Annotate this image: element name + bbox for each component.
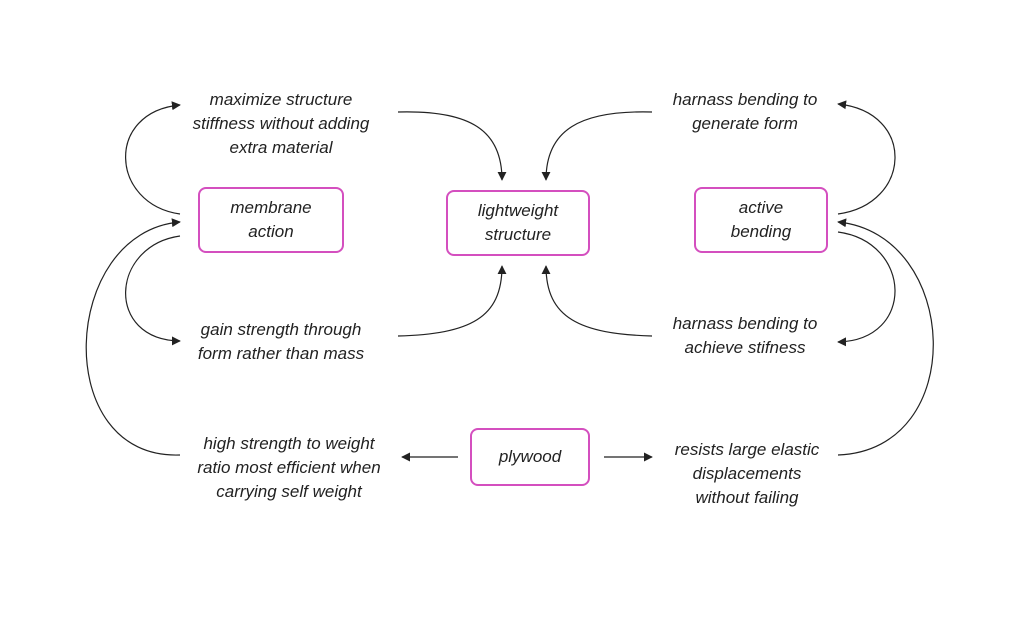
arrow-gain-to-lightweight — [397, 265, 507, 337]
node-text: active — [738, 198, 784, 217]
node-text: structure — [484, 225, 552, 244]
note-gain-strength: gain strength through form rather than m… — [170, 318, 392, 366]
note-text: gain strength through — [200, 320, 362, 339]
note-text: ratio most efficient when — [197, 458, 381, 477]
node-text: membrane — [230, 198, 312, 217]
arrow-harnass-form-to-lightweight — [541, 111, 653, 181]
node-text: plywood — [498, 447, 562, 466]
node-text: action — [248, 222, 294, 241]
note-maximize-stiffness: maximize structure stiffness without add… — [170, 88, 392, 160]
node-membrane-action: membrane action — [198, 187, 344, 253]
note-text: maximize structure — [209, 90, 353, 109]
node-lightweight-structure: lightweight structure — [446, 190, 590, 256]
note-text: harnass bending to — [672, 90, 818, 109]
note-text: carrying self weight — [216, 482, 362, 501]
note-text: achieve stifness — [684, 338, 806, 357]
arrow-membrane-to-maximize — [125, 101, 181, 215]
note-text: resists large elastic — [674, 440, 820, 459]
note-text: form rather than mass — [197, 344, 365, 363]
note-resists-displacements: resists large elastic displacements with… — [642, 438, 852, 510]
note-text: generate form — [692, 114, 798, 133]
note-text: without failing — [695, 488, 799, 507]
node-text: bending — [730, 222, 792, 241]
note-harnass-achieve-stifness: harnass bending to achieve stifness — [640, 312, 850, 360]
note-high-strength: high strength to weight ratio most effic… — [178, 432, 400, 504]
node-plywood: plywood — [470, 428, 590, 486]
arrow-resists-to-active — [837, 218, 934, 456]
node-active-bending: active bending — [694, 187, 828, 253]
arrow-high-to-membrane — [85, 218, 181, 456]
arrow-active-to-harnass-stiff — [837, 231, 896, 347]
arrow-active-to-harnass-form — [837, 100, 896, 215]
note-text: displacements — [692, 464, 802, 483]
note-text: harnass bending to — [672, 314, 818, 333]
note-text: high strength to weight — [203, 434, 375, 453]
arrow-maximize-to-lightweight — [397, 111, 507, 181]
note-text: stiffness without adding — [192, 114, 370, 133]
note-text: extra material — [229, 138, 333, 157]
note-harnass-generate-form: harnass bending to generate form — [640, 88, 850, 136]
arrow-harnass-stiff-to-lightweight — [541, 265, 653, 337]
node-text: lightweight — [477, 201, 559, 220]
arrow-membrane-to-gain — [125, 235, 181, 346]
